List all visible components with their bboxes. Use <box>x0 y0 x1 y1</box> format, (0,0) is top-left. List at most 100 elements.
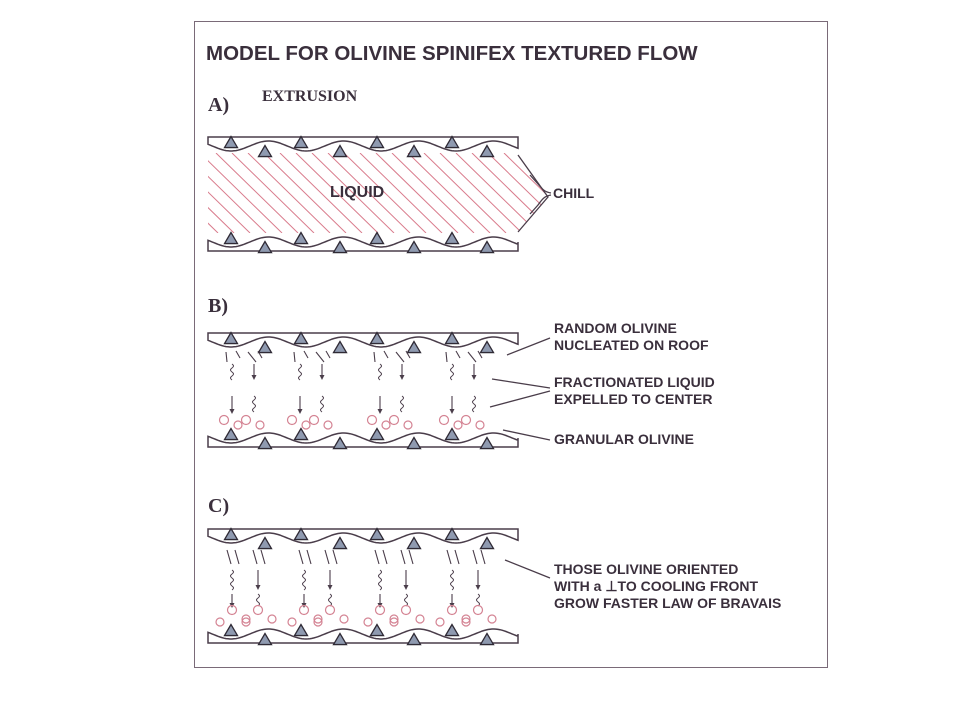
random-olivine-needle <box>303 350 309 359</box>
hatch-line <box>327 153 411 233</box>
olivine-crystal-icon <box>257 632 273 646</box>
panel-b-interior <box>218 350 485 430</box>
olivine-crystal-icon <box>369 527 385 541</box>
liquid-hatch <box>104 153 548 233</box>
random-olivine-needle <box>395 351 405 363</box>
olivine-crystal-icon <box>479 436 495 450</box>
hatch-line <box>208 153 235 233</box>
oriented-olivine-needle <box>234 549 240 565</box>
random-olivine-needle <box>315 351 325 363</box>
wall-band <box>207 236 519 252</box>
hatch-line <box>407 153 491 233</box>
olivine-crystal-icon <box>369 623 385 637</box>
oriented-olivine-needle <box>472 549 478 565</box>
oriented-olivine-needle <box>252 549 258 565</box>
granular-olivine-grain <box>240 414 252 426</box>
granular-olivine-grain <box>446 604 458 616</box>
granular-olivine-grain <box>366 414 378 426</box>
olivine-crystal-icon <box>406 240 422 254</box>
annotation-oriented-line-2: WITH a ⊥TO COOLING FRONT <box>554 578 758 594</box>
olivine-crystal-icon <box>406 632 422 646</box>
granular-olivine-grain <box>298 604 310 616</box>
hatch-line <box>455 153 539 233</box>
hatch-line <box>423 153 507 233</box>
figure-frame <box>194 21 828 668</box>
wall-band <box>207 432 519 448</box>
liquid-squiggle <box>404 593 408 607</box>
random-olivine-needle <box>383 350 389 359</box>
granular-olivine-grain <box>403 420 413 430</box>
liquid-squiggle <box>400 395 404 413</box>
panel-a-roof-wall <box>207 135 519 158</box>
olivine-crystal-icon <box>332 436 348 450</box>
granular-olivine-grain <box>287 617 297 627</box>
panel-a-label: A) <box>208 94 229 116</box>
arrowhead-icon <box>251 375 257 380</box>
olivine-crystal-icon <box>444 623 460 637</box>
annotation-granular-olivine: GRANULAR OLIVINE <box>554 431 694 447</box>
random-olivine-needle <box>467 351 477 363</box>
granular-olivine-grain <box>323 420 333 430</box>
random-olivine-needle <box>405 350 411 359</box>
oriented-olivine-needle <box>374 549 380 565</box>
annotation-fractionated-liquid-line-1: FRACTIONATED LIQUID <box>554 374 715 390</box>
liquid-squiggle <box>450 363 454 381</box>
granular-olivine-grain <box>381 420 391 430</box>
oriented-olivine-needle <box>446 549 452 565</box>
olivine-crystal-icon <box>223 427 239 441</box>
random-olivine-needle <box>257 350 263 359</box>
olivine-crystal-icon <box>257 240 273 254</box>
granular-olivine-grain <box>438 414 450 426</box>
arrowhead-icon <box>229 409 235 414</box>
hatch-line <box>104 153 186 233</box>
hatch-line <box>279 153 363 233</box>
leader-liquid-lower <box>489 390 551 408</box>
random-olivine-needle <box>225 351 228 363</box>
olivine-crystal-icon <box>479 632 495 646</box>
oriented-olivine-needle <box>298 549 304 565</box>
granular-olivine-grain <box>472 604 484 616</box>
granular-olivine-grain <box>388 414 400 426</box>
diagram-title: MODEL FOR OLIVINE SPINIFEX TEXTURED FLOW <box>206 42 698 65</box>
granular-olivine-grain <box>215 617 225 627</box>
annotation-oriented-line-1: THOSE OLIVINE ORIENTED <box>554 561 738 577</box>
olivine-crystal-icon <box>444 527 460 541</box>
olivine-crystal-icon <box>293 135 309 149</box>
arrowhead-icon <box>319 375 325 380</box>
olivine-crystal-icon <box>293 527 309 541</box>
olivine-crystal-icon <box>444 135 460 149</box>
liquid-squiggle <box>230 363 234 381</box>
annotation-oriented-line-3: GROW FASTER LAW OF BRAVAIS <box>554 595 781 611</box>
granular-olivine-grain <box>487 614 497 624</box>
liquid-squiggle <box>298 363 302 381</box>
hatch-line <box>471 153 548 233</box>
granular-olivine-grain <box>339 614 349 624</box>
wall-band <box>207 628 519 644</box>
annotation-fractionated-liquid-line-2: EXPELLED TO CENTER <box>554 391 712 407</box>
olivine-crystal-icon <box>369 231 385 245</box>
random-olivine-needle <box>477 350 483 359</box>
olivine-crystal-icon <box>332 144 348 158</box>
random-olivine-needle <box>293 351 296 363</box>
liquid-squiggle <box>230 569 234 591</box>
panel-c-roof-wall <box>207 527 519 550</box>
oriented-olivine-needle <box>480 549 486 565</box>
arrowhead-icon <box>475 585 481 590</box>
hatch-line <box>391 153 475 233</box>
olivine-crystal-icon <box>406 436 422 450</box>
granular-olivine-grain <box>461 614 471 624</box>
liquid-squiggle <box>320 395 324 413</box>
olivine-crystal-icon <box>332 536 348 550</box>
granular-olivine-grain <box>313 614 323 624</box>
granular-olivine-grain <box>389 614 399 624</box>
oriented-olivine-needle <box>226 549 232 565</box>
arrowhead-icon <box>399 375 405 380</box>
hatch-line <box>359 153 443 233</box>
random-olivine-needle <box>445 351 448 363</box>
leader-random-olivine <box>506 337 551 356</box>
olivine-crystal-icon <box>479 340 495 354</box>
olivine-crystal-icon <box>479 536 495 550</box>
liquid-squiggle <box>302 569 306 591</box>
